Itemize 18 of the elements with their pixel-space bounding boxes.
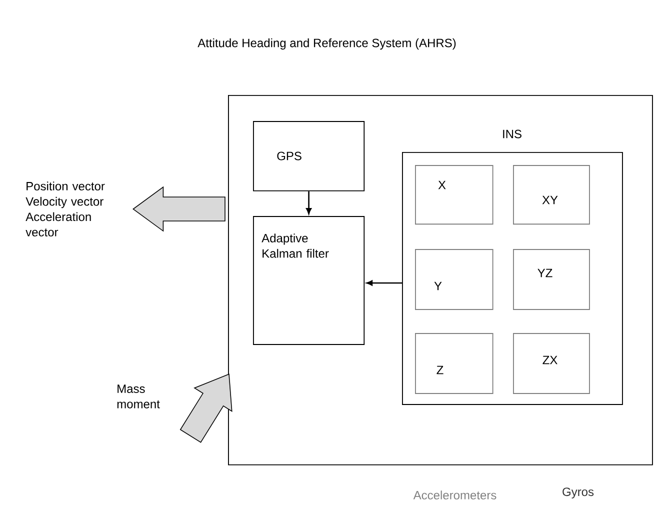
sensor-box: X: [415, 165, 494, 225]
sensor-box: YZ: [513, 249, 590, 310]
axis-label: Gyros: [562, 488, 594, 498]
node-label: INS: [503, 130, 522, 138]
block-arrow: [180, 374, 232, 443]
process-box: GPS: [253, 121, 365, 192]
system-box: [228, 95, 653, 466]
sensor-box: XY: [513, 165, 590, 225]
arrow: [306, 191, 312, 214]
sensor-box: Y: [415, 249, 494, 310]
axis-label: Accelerometers: [413, 490, 496, 500]
diagram-title: Attitude Heading and Reference System (AHRS): [198, 38, 456, 50]
input-text: Mass moment: [117, 384, 160, 408]
process-box: Adaptive Kalman filter: [253, 216, 365, 345]
output-text: Position vector Velocity vector Acceleration vector: [26, 182, 105, 236]
arrow: [366, 280, 402, 286]
sensor-box: Z: [415, 333, 494, 394]
sensor-box: ZX: [513, 333, 590, 394]
